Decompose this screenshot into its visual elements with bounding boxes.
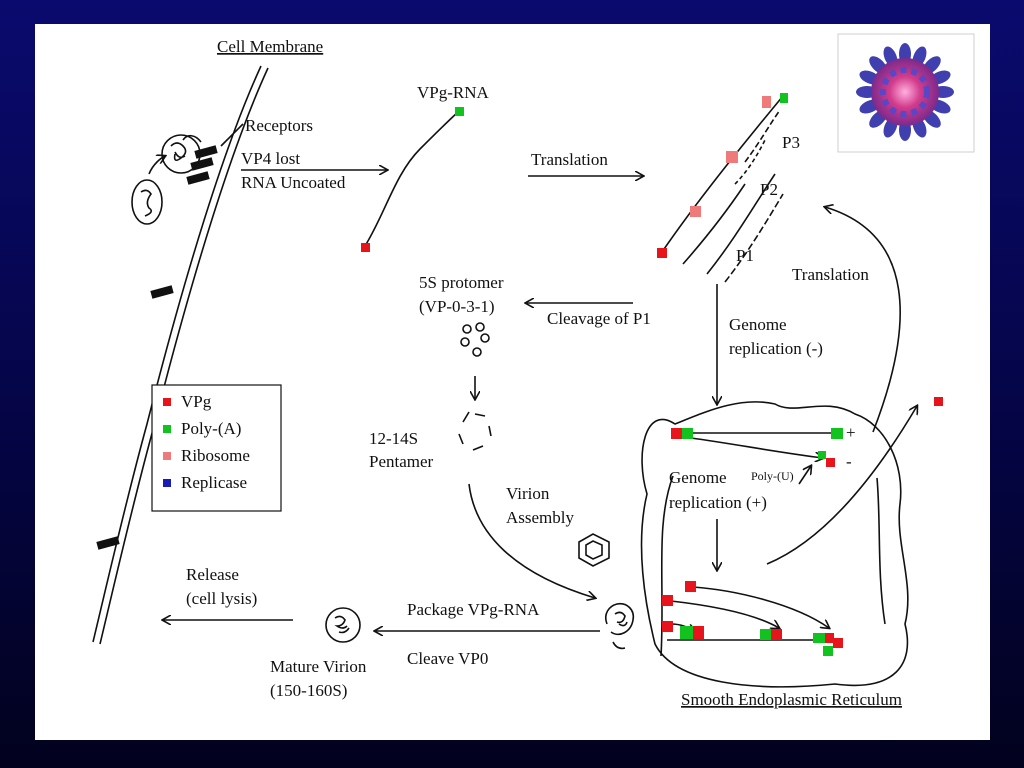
mature-virion-icon	[325, 607, 361, 643]
positive-strand-complex	[662, 581, 843, 656]
vpg-marker	[361, 243, 370, 252]
translation-return-arrow	[825, 207, 901, 433]
protomer-icon	[460, 322, 490, 357]
virus-entry-arrow	[148, 156, 165, 175]
vpg-marker	[657, 248, 667, 258]
cleave-vp0-label: Cleave VP0	[407, 649, 488, 668]
mature-virion-label-line1: Mature Virion	[270, 657, 367, 676]
release-label-line2: (cell lysis)	[186, 589, 257, 608]
vpg-marker	[662, 621, 673, 632]
legend-swatch-0	[163, 398, 171, 406]
genome-replication-neg-label-line2: replication (-)	[729, 339, 823, 358]
poly-a-marker	[780, 93, 788, 103]
pentamer-label-line1: 12-14S	[369, 429, 418, 448]
ribosome-marker	[726, 151, 738, 163]
vpg-marker	[671, 428, 682, 439]
poly-a-marker	[831, 428, 843, 439]
mature-virion-label-line2: (150-160S)	[270, 681, 347, 700]
virion-assembly-label-line2: Assembly	[506, 508, 575, 527]
smooth-er	[640, 401, 909, 688]
cleavage-p1-label: Cleavage of P1	[547, 309, 651, 328]
protomer-label-line1: 5S protomer	[419, 273, 504, 292]
pentamer-icon	[458, 411, 492, 451]
virus-attached-icon	[161, 134, 201, 174]
vpg-marker	[934, 397, 943, 406]
procapsid-icon	[578, 533, 610, 567]
genome-replication-neg-label-line1: Genome	[729, 315, 787, 334]
rna-uncoated-label: RNA Uncoated	[241, 173, 346, 192]
receptors-label: Receptors	[245, 116, 313, 135]
vpg-marker	[771, 629, 782, 640]
p3-label: P3	[782, 133, 800, 152]
poly-a-marker	[823, 646, 833, 656]
vpg-marker	[825, 633, 834, 643]
poliovirus-lifecycle-diagram: Cell Membrane Receptors VP4 lost RNA Unc…	[92, 33, 975, 709]
vpg-marker	[685, 581, 696, 592]
vpg-marker	[693, 626, 704, 639]
legend-swatch-3	[163, 479, 171, 487]
legend-box	[151, 384, 282, 512]
genome-replication-pos-label-line1: Genome	[669, 468, 727, 487]
rna-export-arrow	[766, 406, 917, 565]
ribosome-marker	[762, 96, 771, 108]
legend-label-1: Poly-(A)	[181, 419, 241, 438]
vpg-rna-strand	[361, 107, 464, 252]
genome-replication-pos-label-line2: replication (+)	[669, 493, 767, 512]
pentamer-label-line2: Pentamer	[369, 452, 434, 471]
poly-u-label: Poly-(U)	[751, 469, 794, 483]
receptor	[150, 285, 174, 299]
plus-strand-sign: +	[846, 423, 856, 442]
virus-particle-icon	[837, 33, 975, 153]
legend-label-2: Ribosome	[181, 446, 250, 465]
vpg-rna-label: VPg-RNA	[417, 83, 490, 102]
polysome	[657, 93, 788, 283]
poly-a-marker	[455, 107, 464, 116]
legend-label-0: VPg	[181, 392, 212, 411]
virion-assembly-label-line1: Virion	[506, 484, 550, 503]
receptor-binding-line	[182, 134, 202, 143]
ribosome-marker	[690, 206, 701, 217]
poly-a-marker	[813, 633, 827, 643]
poly-u-marker	[818, 451, 826, 459]
minus-strand-sign: -	[846, 452, 852, 471]
assembly-arrow	[468, 483, 595, 598]
provirion-icon	[604, 602, 635, 650]
p1-label: P1	[736, 246, 754, 265]
translation-label: Translation	[531, 150, 608, 169]
negative-strand-complex	[671, 428, 843, 467]
receptor	[186, 145, 218, 185]
legend-swatch-1	[163, 425, 171, 433]
poly-a-marker	[760, 629, 771, 640]
translation-right-label: Translation	[792, 265, 869, 284]
poly-a-marker	[680, 626, 693, 639]
vp4-lost-label: VP4 lost	[241, 149, 300, 168]
smooth-er-label: Smooth Endoplasmic Reticulum	[681, 690, 902, 709]
vpg-marker	[826, 458, 835, 467]
cell-membrane-label: Cell Membrane	[217, 37, 323, 56]
p2-label: P2	[760, 180, 778, 199]
package-vpg-rna-label: Package VPg-RNA	[407, 600, 540, 619]
receptor	[96, 536, 120, 550]
vpg-marker	[662, 595, 673, 606]
vpg-marker	[833, 638, 843, 648]
release-label-line1: Release	[186, 565, 239, 584]
poly-u-pointer	[798, 466, 811, 485]
diagram-panel: Cell Membrane Receptors VP4 lost RNA Unc…	[35, 24, 990, 740]
legend-label-3: Replicase	[181, 473, 247, 492]
poly-a-marker	[682, 428, 693, 439]
legend-swatch-2	[163, 452, 171, 460]
virus-approaching-icon	[131, 179, 163, 225]
protomer-label-line2: (VP-0-3-1)	[419, 297, 495, 316]
receptors-pointer	[220, 123, 244, 147]
